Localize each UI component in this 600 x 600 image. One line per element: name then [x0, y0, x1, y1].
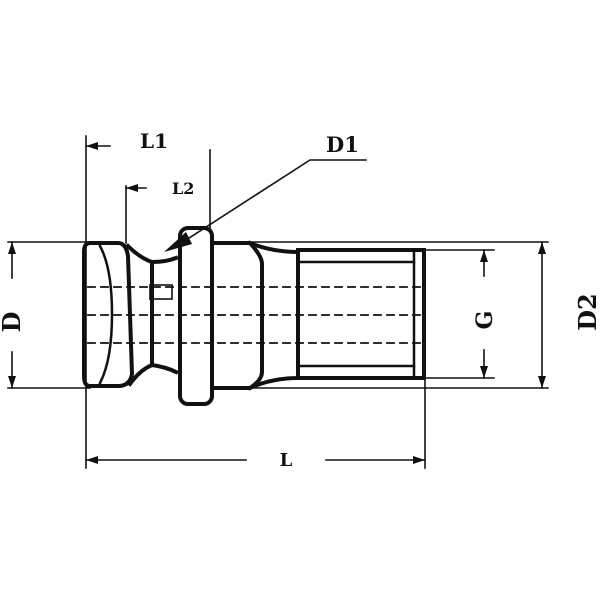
- head-chamfer-line: [98, 244, 114, 385]
- label-g: G: [472, 311, 498, 330]
- head-outline: [82, 241, 135, 388]
- l-arrow-right: [413, 456, 425, 464]
- d-arrow-top: [8, 242, 16, 254]
- l1-arrow: [86, 142, 98, 150]
- label-d1: D1: [326, 132, 359, 157]
- pull-stud-body: [82, 226, 426, 406]
- dimension-labels: L1 L2 D1 D G D2 L: [0, 129, 600, 471]
- label-d: D: [0, 312, 26, 333]
- d1-leader-arrow: [164, 232, 192, 252]
- d-arrow-bottom: [8, 376, 16, 388]
- label-l: L: [280, 450, 293, 471]
- l2-arrow: [126, 184, 138, 192]
- label-l1: L1: [140, 129, 168, 153]
- d1-leader-line: [184, 159, 367, 242]
- dimension-lines: [8, 142, 546, 464]
- extension-lines: [7, 135, 549, 469]
- label-d2: D2: [573, 293, 600, 331]
- bore-detail: [149, 284, 173, 300]
- thread-outline: [296, 248, 426, 380]
- d2-arrow-top: [538, 242, 546, 254]
- label-l2: L2: [172, 179, 194, 198]
- g-arrow-bottom: [480, 366, 488, 378]
- collar-outline: [178, 226, 214, 406]
- hidden-lines: [87, 284, 421, 344]
- l-arrow-left: [86, 456, 98, 464]
- d2-arrow-bottom: [538, 376, 546, 388]
- neck-outline: [125, 243, 154, 387]
- g-arrow-top: [480, 250, 488, 262]
